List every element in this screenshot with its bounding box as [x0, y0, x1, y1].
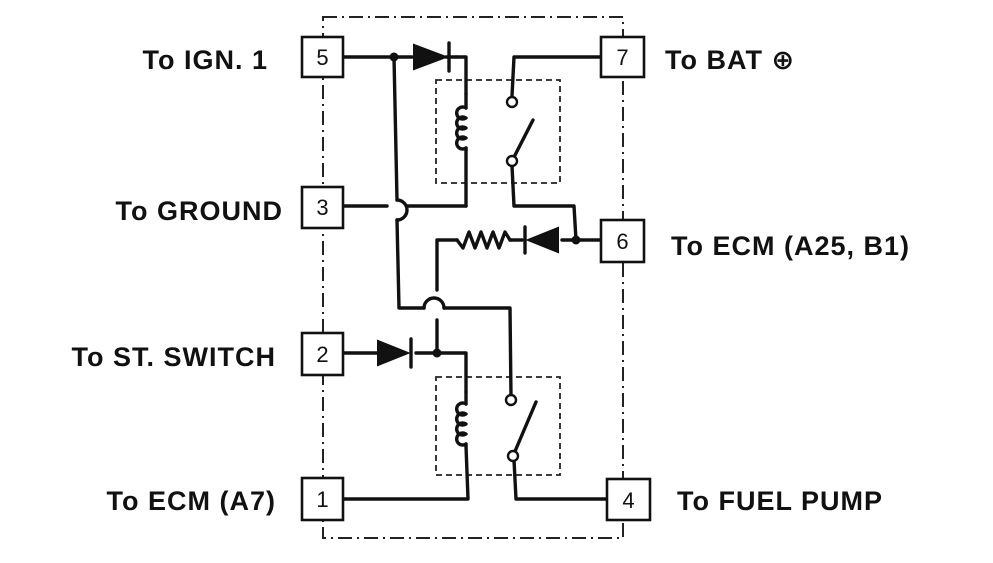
wire-hop-over-st — [422, 296, 446, 310]
label-st-switch: To ST. SWITCH — [72, 342, 276, 372]
svg-text:1: 1 — [316, 487, 328, 512]
st-switch-diode — [377, 337, 413, 369]
relay-housing-outline — [322, 16, 624, 539]
wiring — [341, 55, 609, 501]
wire-to-lower-contact — [442, 306, 513, 399]
svg-text:3: 3 — [316, 195, 328, 220]
wire-upper-switch-output — [510, 164, 578, 242]
junction-dot-pin6 — [571, 235, 581, 245]
resistor-zigzag — [455, 230, 512, 250]
svg-text:7: 7 — [616, 45, 628, 70]
label-ecm-a7: To ECM (A7) — [107, 486, 276, 516]
junction-dot-st — [432, 348, 442, 358]
svg-text:5: 5 — [316, 45, 328, 70]
upper-relay-coil — [455, 92, 468, 152]
upper-relay-enclosure — [435, 79, 561, 184]
label-ign: To IGN. 1 — [142, 45, 268, 75]
upper-relay-switch — [505, 95, 535, 168]
wire-hop-over-ground — [395, 198, 409, 222]
wire-left-vertical-upper — [392, 55, 399, 202]
pin-1: 1 — [300, 476, 345, 522]
pin-7: 7 — [599, 35, 646, 79]
label-ground: To GROUND — [116, 196, 283, 226]
label-bat: To BAT ⊕ — [665, 45, 795, 75]
lower-relay-switch — [504, 393, 538, 463]
lower-relay-enclosure — [435, 376, 561, 476]
pin-5: 5 — [300, 35, 345, 79]
pin-3: 3 — [300, 185, 345, 230]
label-fuel-pump: To FUEL PUMP — [677, 486, 883, 516]
label-ecm-a25-b1: To ECM (A25, B1) — [671, 231, 910, 261]
upper-diode — [413, 41, 458, 73]
junction-dot-pin5 — [389, 52, 399, 62]
wire-pin7 — [510, 55, 603, 98]
svg-text:6: 6 — [616, 229, 628, 254]
pin-4: 4 — [605, 477, 652, 522]
wire-lower-coil-feed — [435, 318, 468, 394]
svg-text:4: 4 — [622, 488, 634, 513]
lower-relay-coil — [455, 390, 468, 448]
svg-text:2: 2 — [316, 342, 328, 367]
wire-resistor-to-lower-coil — [435, 238, 459, 292]
pin-2: 2 — [300, 331, 345, 377]
wire-lower-switch-to-pin4 — [512, 458, 609, 501]
wire-left-vertical-lower — [395, 218, 426, 310]
wire-lower-coil-to-pin1 — [341, 444, 470, 501]
ecm-diode — [523, 225, 559, 255]
wire-upper-diode-to-coil — [454, 55, 468, 96]
pin-6: 6 — [599, 218, 646, 264]
